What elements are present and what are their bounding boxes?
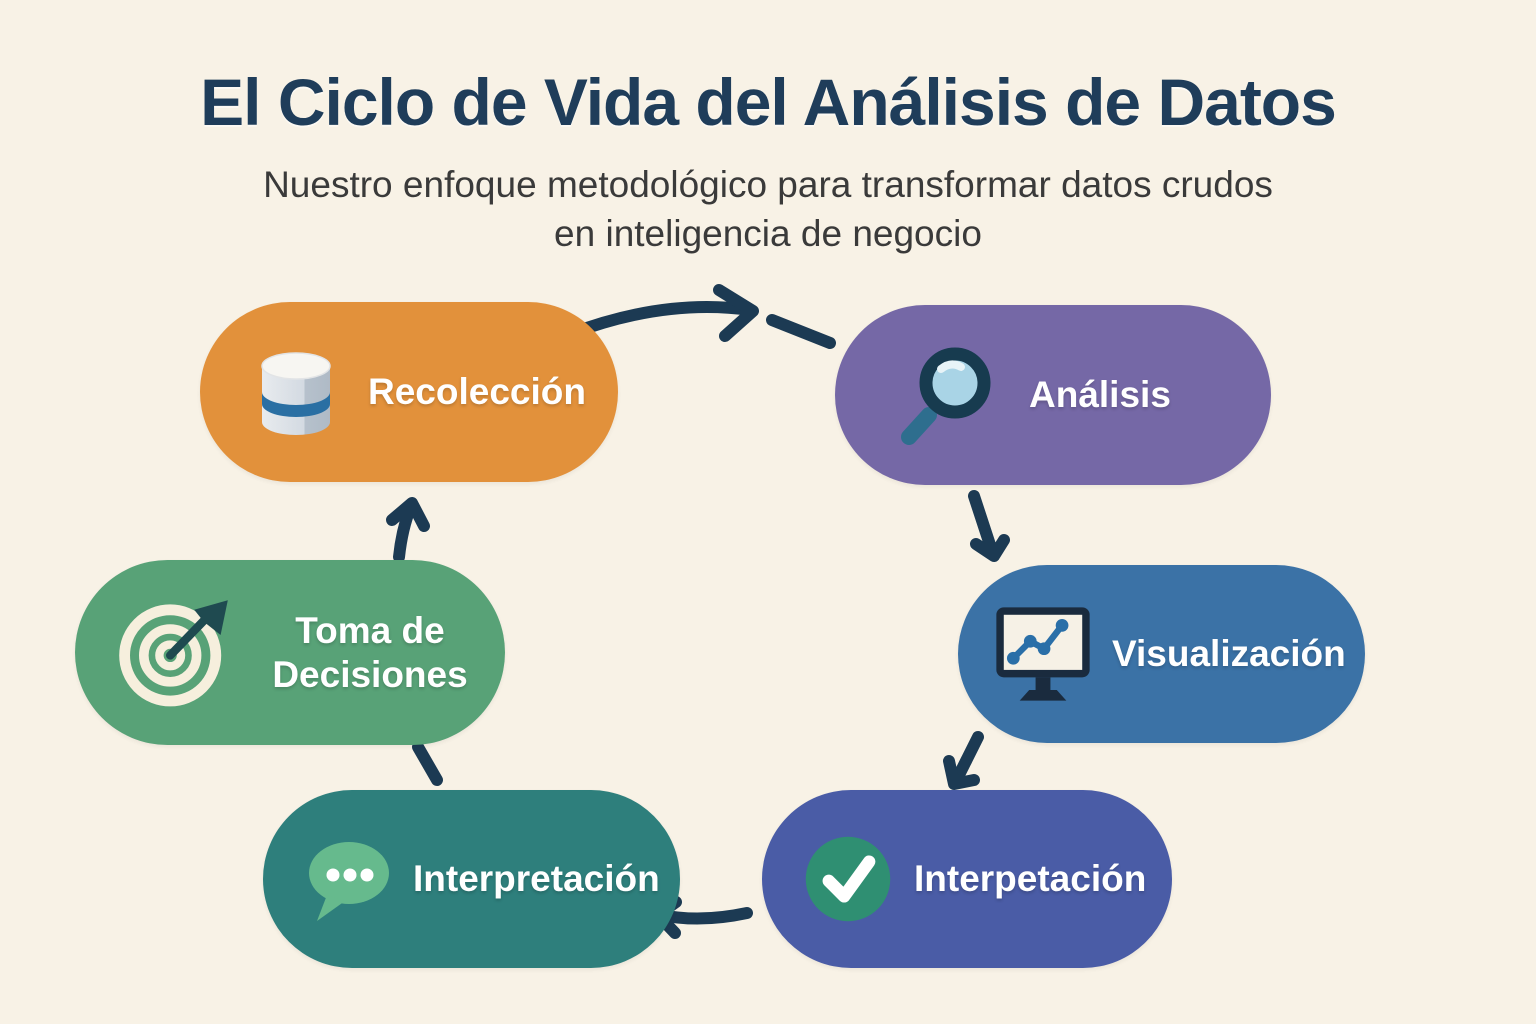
stage-label: Toma de Decisiones	[272, 609, 468, 695]
stage-interpetacion: Interpetación	[762, 790, 1172, 968]
stage-label: Interpretación	[413, 858, 660, 899]
arrow-visualizacion-to-interpetacion	[943, 731, 984, 790]
page-title: El Ciclo de Vida del Análisis de Datos	[200, 65, 1337, 139]
stage-visualizacion: Visualización	[958, 565, 1365, 743]
stage-toma-decisiones: Toma de Decisiones	[75, 560, 505, 745]
arrow-recoleccion-to-analisis	[564, 284, 836, 349]
checkmark-icon	[805, 836, 891, 922]
stage-recoleccion: Recolección	[200, 302, 618, 482]
stage-label: Visualización	[1112, 633, 1346, 674]
subtitle-line-1: Nuestro enfoque metodológico para transf…	[263, 164, 1273, 205]
arrow-interpretacion-to-toma-decisiones	[412, 741, 443, 786]
stage-label: Recolección	[368, 371, 586, 412]
monitor-chart-icon	[996, 607, 1090, 701]
stage-analisis: Análisis	[835, 305, 1271, 485]
stage-label: Interpetación	[914, 858, 1147, 899]
target-icon	[119, 599, 228, 706]
stage-interpretacion: Interpretación	[263, 790, 680, 968]
page-subtitle: Nuestro enfoque metodológico para transf…	[0, 160, 1536, 258]
subtitle-line-2: en inteligencia de negocio	[554, 213, 982, 255]
magnifier-icon	[901, 347, 991, 445]
arrow-analisis-to-visualizacion	[968, 490, 1010, 562]
arrow-toma-decisiones-to-recoleccion	[386, 497, 430, 563]
stage-label: Análisis	[1029, 374, 1171, 415]
database-icon	[261, 352, 331, 435]
speech-bubble-icon	[309, 842, 389, 921]
